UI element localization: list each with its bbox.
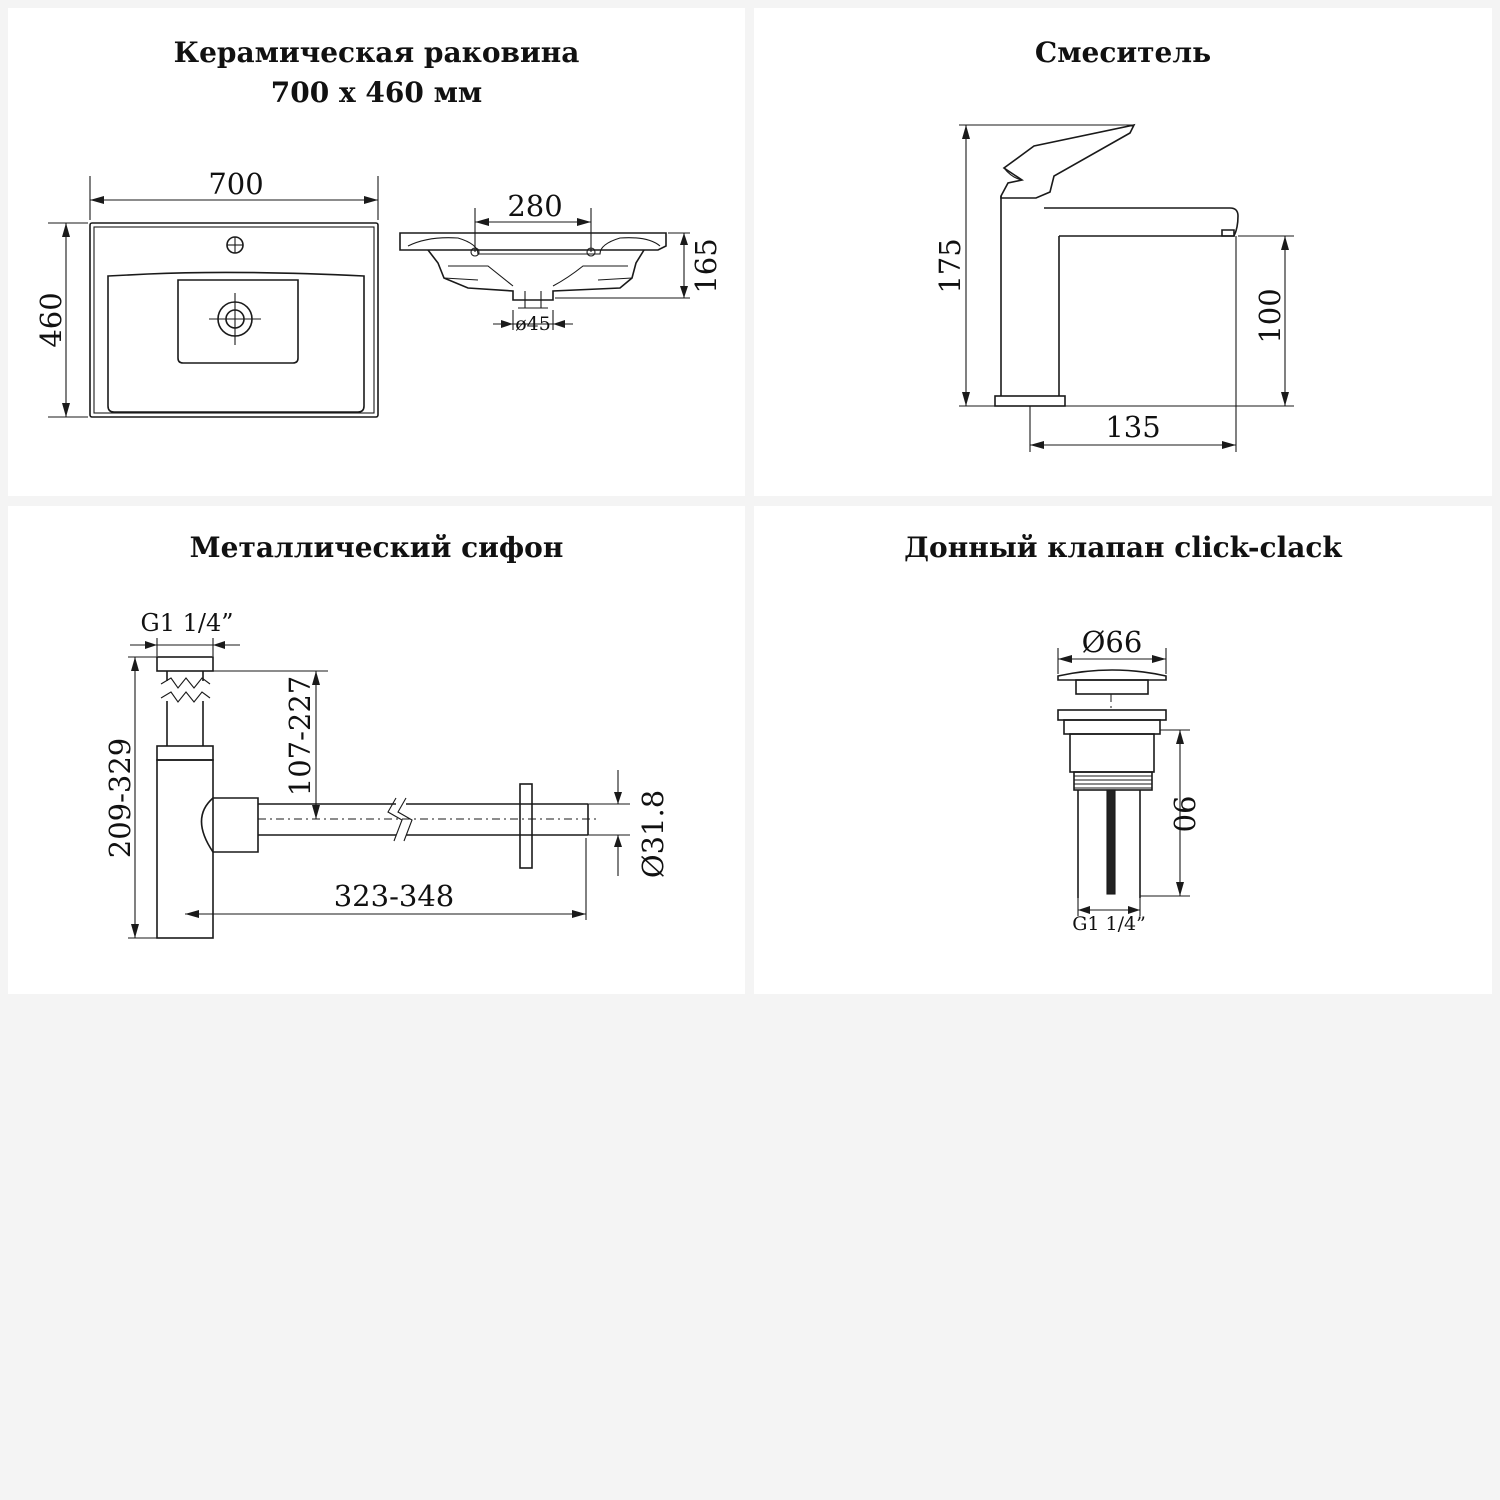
sink-title: Керамическая раковина 700 x 460 мм [8,33,745,113]
siphon-total-height-dimension: 209-329 [103,656,157,939]
sink-title-line1: Керамическая раковина [173,36,580,69]
siphon-total-height-label: 209-329 [103,738,137,859]
sink-width-dimension: 700 [89,167,379,220]
drain-valve-height-dimension: 90 [1140,729,1201,897]
siphon-panel: Металлический сифон [8,506,745,994]
drain-valve-cap-dimension: Ø66 [1057,625,1167,674]
drain-valve-thread-label: G1 1/4” [1072,913,1146,935]
faucet-reach-label: 135 [1105,410,1160,444]
drain-valve-drawing: Ø66 90 G1 1/4” [1057,625,1201,935]
siphon-adjust-dimension: 107-227 [213,670,328,819]
sink-title-line2: 700 x 460 мм [270,76,483,109]
siphon-body [156,656,598,939]
drain-valve-title: Донный клапан click-clack [904,531,1342,564]
faucet-drawing: 175 100 135 [933,123,1294,452]
faucet-spout-height-dimension: 100 [1065,235,1294,407]
drain-valve-thread-dimension: G1 1/4” [1072,898,1146,935]
siphon-drawing: G1 1/4” 209-329 107-227 323-348 [103,609,670,939]
faucet-height-dimension: 175 [933,124,1134,407]
sink-depth-label: 460 [34,292,68,347]
siphon-diameter-dimension: Ø31.8 [588,770,670,878]
faucet-height-label: 175 [933,238,967,293]
siphon-diameter-label: Ø31.8 [636,790,670,878]
sink-width-label: 700 [208,167,263,201]
siphon-length-label: 323-348 [334,879,455,913]
siphon-thread-label: G1 1/4” [141,609,234,637]
faucet-body [994,123,1239,407]
siphon-title: Металлический сифон [189,531,564,564]
sink-drain-label: ø45 [515,313,551,335]
sink-drain-dimension: ø45 [493,310,573,335]
sink-top-view [89,222,379,418]
sink-drawing: 700 460 [34,167,723,418]
sink-tap-spacing-label: 280 [507,189,562,223]
sink-tap-spacing-dimension: 280 [474,189,592,252]
siphon-thread-dimension: G1 1/4” [130,609,240,656]
sink-side-view [399,232,667,309]
faucet-title: Смеситель [1034,36,1212,69]
drain-valve-height-label: 90 [1167,796,1201,833]
drain-valve-cap-label: Ø66 [1082,625,1143,659]
drain-valve-panel: Донный клапан click-clack [754,506,1492,994]
faucet-reach-dimension: 135 [1029,236,1237,452]
siphon-adjust-label: 107-227 [283,676,317,797]
faucet-spout-height-label: 100 [1253,288,1287,343]
sink-depth-dimension: 460 [34,222,88,418]
faucet-panel: Смеситель 175 [754,8,1492,496]
drain-valve-body [1057,669,1167,898]
sink-height-dimension: 165 [555,232,723,299]
sink-height-label: 165 [689,238,723,293]
siphon-length-dimension: 323-348 [185,838,587,920]
sink-panel: Керамическая раковина 700 x 460 мм [8,8,745,496]
